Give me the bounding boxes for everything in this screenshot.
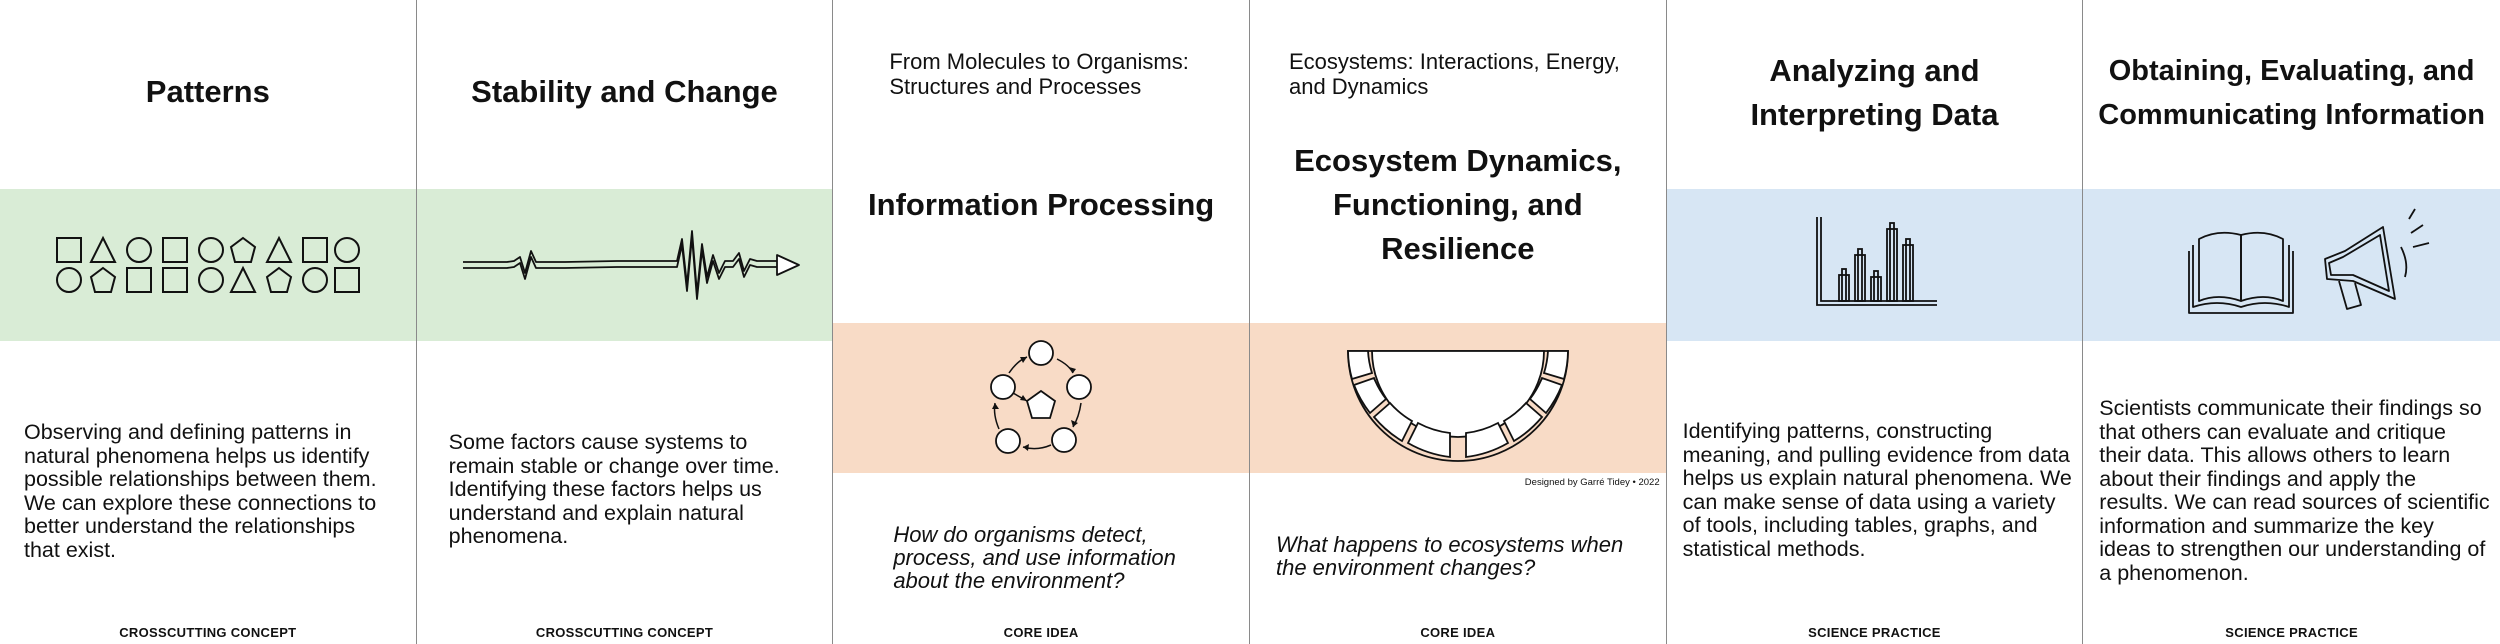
card-subtitle: Ecosystems: Interactions, Energy, and Dy…	[1288, 49, 1620, 99]
card-analyzing-data: Analyzing and Interpreting Data Identify…	[1666, 0, 2084, 644]
card-footer: SCIENCE PRACTICE	[2225, 625, 2358, 640]
designer-credit: Designed by Garré Tidey • 2022	[1524, 477, 1660, 488]
card-ecosystem-dynamics: Ecosystems: Interactions, Energy, and Dy…	[1249, 0, 1667, 644]
icon-band	[2083, 189, 2500, 341]
semicircle-segments-icon	[1347, 350, 1569, 462]
card-footer: CROSSCUTTING CONCEPT	[119, 625, 297, 640]
card-question: What happens to ecosystems when the envi…	[1275, 532, 1624, 580]
icon-band	[416, 189, 833, 341]
card-title: Information Processing	[868, 187, 1215, 222]
card-title: Stability and Change	[471, 74, 778, 109]
waveform-arrow-icon	[462, 230, 800, 300]
card-communicating-information: Obtaining, Evaluating, and Communicating…	[2083, 0, 2500, 644]
card-body: Observing and defining patterns in natur…	[24, 420, 377, 562]
card-footer: CORE IDEA	[1420, 625, 1496, 640]
card-title: Analyzing and Interpreting Data	[1750, 53, 1999, 132]
card-patterns: Patterns	[0, 0, 417, 644]
card-footer: CROSSCUTTING CONCEPT	[535, 625, 714, 640]
card-title: Ecosystem Dynamics, Functioning, and Res…	[1294, 143, 1622, 266]
signal-cycle-icon	[990, 340, 1093, 454]
icon-band	[1666, 189, 2083, 341]
card-footer: SCIENCE PRACTICE	[1808, 625, 1941, 640]
card-body: Scientists communicate their findings so…	[2099, 396, 2490, 585]
card-body: Some factors cause systems to remain sta…	[448, 430, 780, 548]
card-information-processing: From Molecules to Organisms: Structures …	[833, 0, 1250, 644]
card-title: Patterns	[145, 74, 270, 109]
book-megaphone-icon	[2188, 208, 2430, 314]
card-stability-and-change: Stability and Change Some factors cause …	[416, 0, 834, 644]
bar-chart-icon	[1815, 217, 1937, 306]
card-question: How do organisms detect, process, and us…	[893, 522, 1176, 593]
patterns-shapes-icon	[56, 235, 360, 293]
card-body: Identifying patterns, constructing meani…	[1682, 419, 2072, 561]
card-title: Obtaining, Evaluating, and Communicating…	[2098, 55, 2485, 131]
card-footer: CORE IDEA	[1003, 625, 1079, 640]
icon-band	[0, 189, 416, 341]
card-subtitle: From Molecules to Organisms: Structures …	[889, 49, 1189, 99]
